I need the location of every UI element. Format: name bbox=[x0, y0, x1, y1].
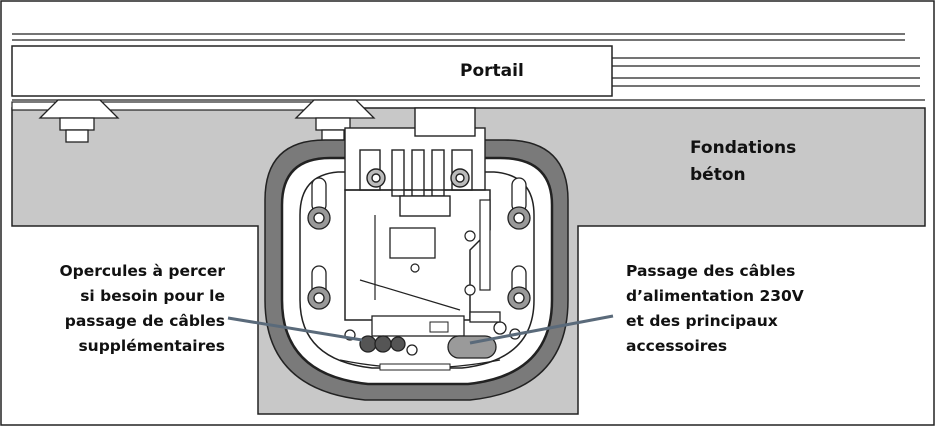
gate-rails bbox=[12, 33, 920, 87]
cables-label-line3: et des principaux bbox=[626, 312, 778, 330]
foundation-label-line1: Fondations bbox=[690, 138, 796, 158]
guide-roller-center bbox=[294, 99, 376, 143]
motor-housing bbox=[264, 107, 569, 401]
foundation-label-line2: béton bbox=[690, 165, 746, 185]
cables-label-line4: accessoires bbox=[626, 337, 727, 355]
gate-leaf bbox=[11, 45, 613, 97]
knockouts-label-line1: Opercules à percer bbox=[59, 262, 225, 280]
terminal-block bbox=[371, 315, 465, 337]
cable-passage-label: Passage des câbles d’alimentation 230V e… bbox=[626, 262, 804, 355]
gate-label: Portail bbox=[460, 61, 524, 81]
knockouts-label: Opercules à percer si besoin pour le pas… bbox=[59, 262, 225, 355]
leader-line-knockouts bbox=[227, 316, 363, 342]
knockouts-label-line2: si besoin pour le bbox=[80, 287, 225, 305]
leader-line-cable-passage bbox=[469, 314, 614, 345]
guide-roller-left bbox=[38, 99, 120, 143]
cables-label-line1: Passage des câbles bbox=[626, 262, 795, 280]
knockouts-label-line4: supplémentaires bbox=[78, 337, 225, 355]
cables-label-line2: d’alimentation 230V bbox=[626, 287, 804, 305]
fixing-nuts bbox=[307, 206, 531, 310]
motor-block bbox=[344, 107, 486, 217]
housing-inner-wall bbox=[299, 171, 535, 369]
control-board bbox=[389, 227, 436, 259]
knockouts-label-line3: passage de câbles bbox=[65, 312, 225, 330]
